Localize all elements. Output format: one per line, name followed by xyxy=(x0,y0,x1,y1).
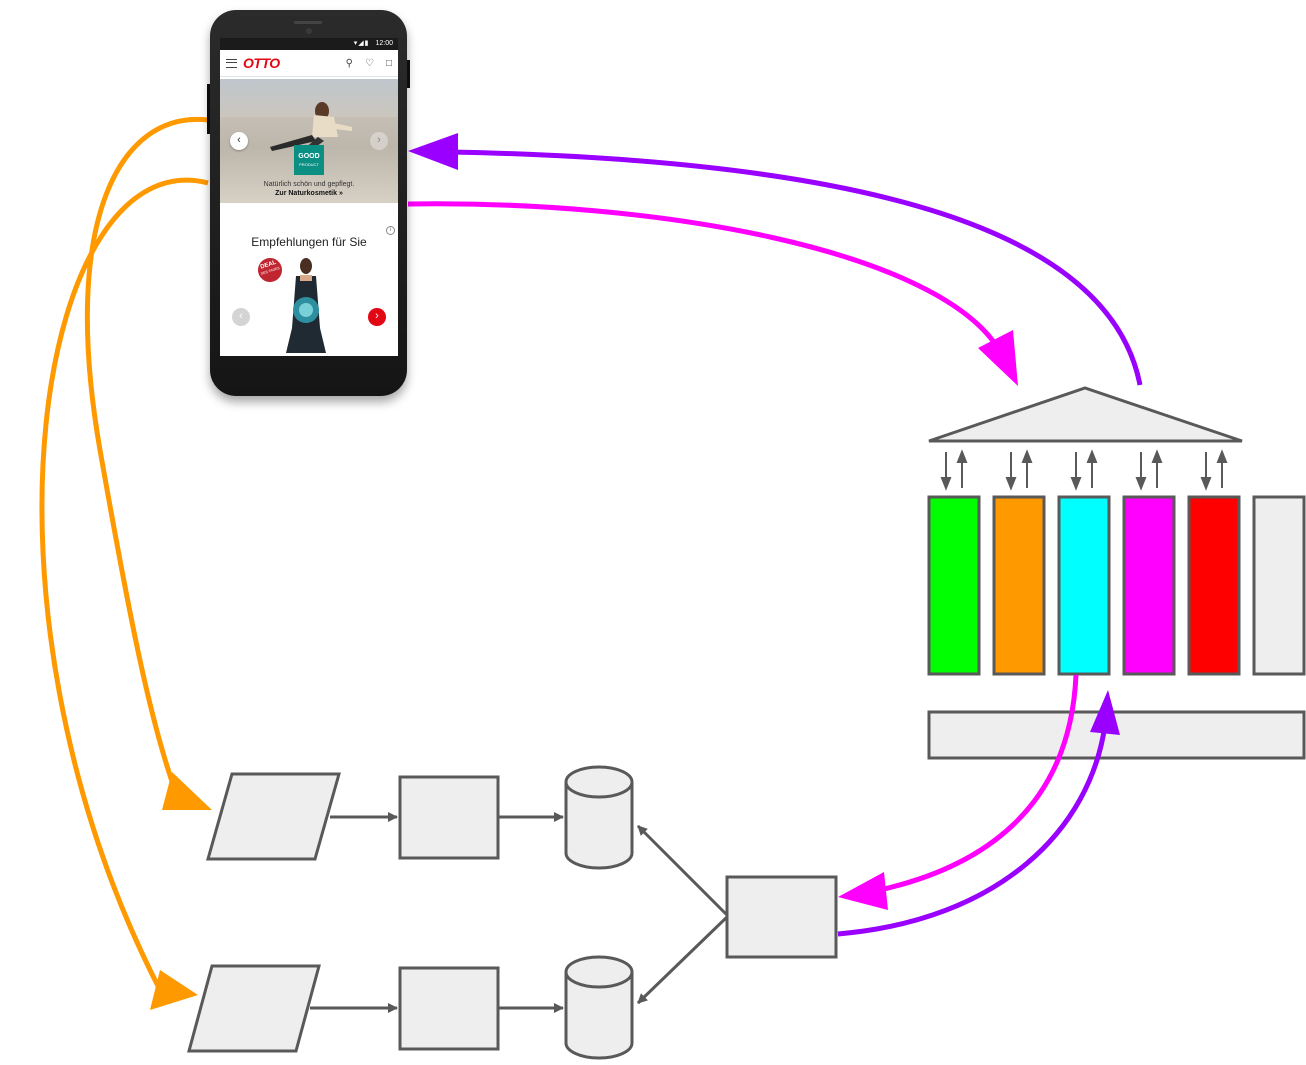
process-box-bottom xyxy=(398,966,500,1051)
smartphone: ▾◢▮ 12:00 OTTO ⚲ ♡ □ ‹ › GOOD xyxy=(207,10,410,396)
shard-red xyxy=(1187,495,1241,676)
phone-side-button-right xyxy=(407,60,410,88)
shard-magenta xyxy=(1122,495,1176,676)
product-image-top[interactable] xyxy=(282,258,330,355)
input-parallelogram-top xyxy=(206,772,341,861)
recommendations-next-button[interactable]: › xyxy=(368,308,386,326)
arrow-aggregator-to-db-top xyxy=(636,824,729,917)
shard-cyan xyxy=(1057,495,1111,676)
router-triangle xyxy=(928,386,1243,443)
orange-arrowhead-top xyxy=(162,772,212,810)
hero-prev-button[interactable]: ‹ xyxy=(230,132,248,150)
hero-caption-link[interactable]: Zur Naturkosmetik » xyxy=(275,190,343,197)
hero-banner[interactable]: ‹ › GOOD PRODUCT Natürlich schön und gep… xyxy=(220,79,398,203)
orange-flow-bottom xyxy=(39,177,209,992)
phone-side-button-left xyxy=(207,84,210,134)
signal-icon: ▾◢▮ xyxy=(353,40,370,47)
shard-green xyxy=(927,495,981,676)
orange-flow-top xyxy=(84,116,209,791)
orange-arrowhead-bottom xyxy=(150,970,198,1010)
storage-base-bar xyxy=(927,710,1306,760)
menu-icon[interactable] xyxy=(226,58,237,68)
deal-badge: DEAL DES TAGES xyxy=(254,254,286,286)
magenta-arrowhead-router xyxy=(978,330,1018,386)
phone-speaker xyxy=(294,21,322,24)
shard-gray xyxy=(1252,495,1306,676)
arrow-aggregator-to-db-bottom xyxy=(636,915,729,1005)
shard-orange xyxy=(992,495,1046,676)
cart-icon[interactable]: □ xyxy=(385,57,392,69)
hero-caption-line1: Natürlich schön und gepflegt. xyxy=(263,181,355,188)
badge-subtitle: PRODUCT xyxy=(299,162,319,167)
phone-screen: ▾◢▮ 12:00 OTTO ⚲ ♡ □ ‹ › GOOD xyxy=(220,38,398,356)
otto-logo[interactable]: OTTO xyxy=(243,55,280,71)
aggregator-box xyxy=(725,875,838,959)
purple-arrowhead-shard xyxy=(1090,690,1120,735)
purple-arrowhead-phone xyxy=(408,133,458,170)
good-product-badge: GOOD PRODUCT xyxy=(294,145,324,175)
recommendations-title: Empfehlungen für Sie xyxy=(251,235,367,249)
app-bar-icons: ⚲ ♡ □ xyxy=(346,58,392,69)
hero-sky xyxy=(220,79,398,117)
status-bar: ▾◢▮ 12:00 xyxy=(220,38,398,50)
process-box-top xyxy=(398,775,500,860)
magenta-flow-shard-to-aggregator xyxy=(869,674,1079,895)
app-bar: OTTO ⚲ ♡ □ xyxy=(220,50,398,77)
heart-icon[interactable]: ♡ xyxy=(364,57,374,69)
shard-arrows xyxy=(940,449,1228,491)
magenta-flow-phone-to-router xyxy=(407,201,999,347)
hero-caption: Natürlich schön und gepflegt. Zur Naturk… xyxy=(220,180,398,198)
database-cylinder-top xyxy=(564,765,634,870)
badge-title: GOOD xyxy=(298,153,320,160)
hero-next-button[interactable]: › xyxy=(370,132,388,150)
purple-flow-aggregator-to-shard xyxy=(837,724,1108,937)
purple-flow-router-to-phone xyxy=(449,149,1143,386)
search-icon[interactable]: ⚲ xyxy=(345,57,353,69)
magenta-arrowhead-aggregator xyxy=(838,872,888,910)
status-time: 12:00 xyxy=(375,40,393,47)
input-parallelogram-bottom xyxy=(187,964,321,1053)
info-icon[interactable]: i xyxy=(386,226,395,235)
database-cylinder-bottom xyxy=(564,955,634,1060)
recommendations-prev-button[interactable]: ‹ xyxy=(232,308,250,326)
phone-camera xyxy=(306,28,312,34)
